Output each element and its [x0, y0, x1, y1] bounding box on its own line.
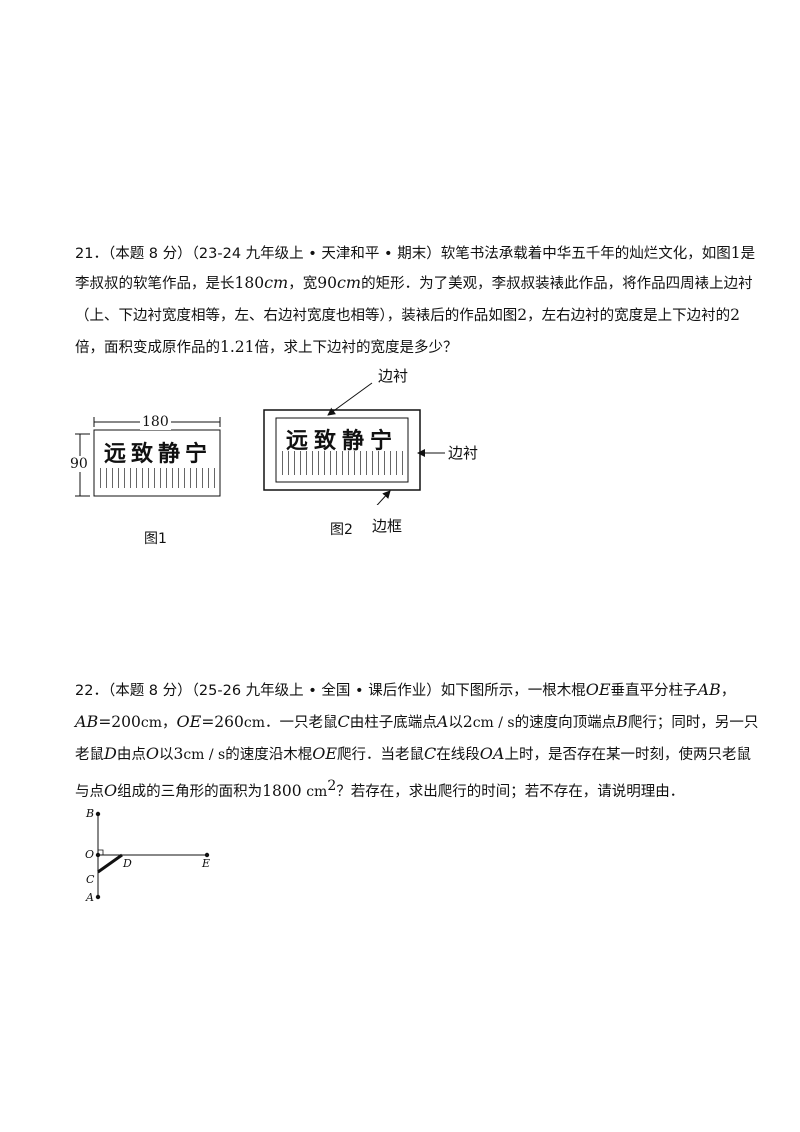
q22-text: 如下图所示，一根木棍	[440, 683, 586, 699]
q22-text: 以	[158, 747, 174, 763]
q21-text: （上、下边衬宽度相等，左、右边衬宽度也相等），装裱后的作品如图	[75, 308, 518, 324]
q22-math: AB	[75, 712, 99, 731]
q22-text: 由点	[116, 747, 146, 763]
figure1-width-label: 180	[140, 414, 171, 430]
q22-math: O	[145, 744, 159, 763]
q22-text: ，	[162, 715, 177, 731]
q22-math: OE	[312, 744, 338, 763]
q21-width: 90	[317, 274, 337, 292]
q22-unit: cm	[306, 783, 328, 800]
figure2-label-right: 边衬	[448, 444, 479, 462]
q22-text: 的速度向顶端点	[514, 715, 617, 731]
q22-number: 22．	[75, 683, 108, 699]
q22-math: OE	[176, 712, 202, 731]
q21-text: 倍，面积变成原作品的	[75, 340, 220, 356]
q21-fig2-ref: 2	[517, 306, 528, 324]
q22-text: 上时，是否存在某一时刻，使两只老鼠	[504, 747, 751, 763]
q22-score: （本题 8 分）	[107, 683, 192, 699]
q21-text: 是	[740, 246, 756, 262]
point-label-C: C	[86, 873, 95, 886]
q21-line3: （上、下边衬宽度相等，左、右边衬宽度也相等），装裱后的作品如图2，左右边衬的宽度…	[75, 305, 740, 326]
q22-text: ？若存在，求出爬行的时间；若不存在，请说明理由．	[336, 783, 685, 800]
point-label-B: B	[86, 807, 95, 820]
q22-line3: 老鼠D由点O以3cm / s的速度沿木棍OE爬行．当老鼠C在线段OA上时，是否存…	[75, 744, 751, 765]
q21-unit: cm	[336, 273, 362, 292]
q22-text: 在线段	[436, 747, 480, 763]
figure2-calligraphy: 远致静宁	[286, 428, 399, 454]
q21-unit: cm	[264, 273, 289, 292]
q22-text: 以	[448, 715, 463, 731]
q22-math: B	[616, 712, 628, 731]
figure1-drawing	[75, 417, 221, 497]
q22-math: =260	[201, 713, 244, 731]
q21-factor: 1.21	[220, 338, 255, 356]
q21-score: （本题 8 分）	[107, 246, 192, 262]
q21-line4: 倍，面积变成原作品的1.21倍，求上下边衬的宽度是多少？	[75, 337, 458, 358]
q22-math: AB	[697, 680, 721, 699]
q22-line1: 22．（本题 8 分）（25-26 九年级上 • 全国 • 课后作业）如下图所示…	[75, 680, 735, 701]
q21-text: 李叔叔的软笔作品，是长	[75, 276, 235, 292]
q22-text: ，	[720, 683, 736, 699]
point-label-A: A	[86, 891, 94, 904]
q22-line2: AB=200cm，OE=260cm．一只老鼠C由柱子底端点A以2cm / s的速…	[75, 712, 758, 733]
q21-text: 的矩形．为了美观，李叔叔装裱此作品，将作品四周裱上边衬	[361, 276, 753, 292]
q21-fig1-ref: 1	[730, 244, 741, 262]
q21-length: 180	[234, 274, 265, 292]
q22-math: A	[436, 712, 449, 731]
q21-source: （23-24 九年级上 • 天津和平 • 期末）	[191, 246, 441, 262]
q22-line4: 与点O组成的三角形的面积为1800 cm2？若存在，求出爬行的时间；若不存在，请…	[75, 776, 684, 802]
figure2-drawing	[263, 382, 445, 505]
q22-unit: cm	[140, 715, 163, 731]
q22-unit: cm / s	[183, 747, 226, 763]
q22-math: =200	[98, 713, 141, 731]
q22-math: D	[104, 744, 117, 763]
q22-area-exponent: 2	[327, 778, 337, 794]
q22-math: 3	[173, 745, 184, 763]
q22-math: O	[104, 780, 118, 800]
q22-area: 1800	[262, 781, 302, 800]
q22-figure-drawing	[95, 811, 210, 900]
q21-figure1: 180 90 远致静宁 图1	[70, 410, 230, 550]
q22-math: C	[337, 712, 350, 731]
q22-unit: cm / s	[472, 715, 515, 731]
point-label-E: E	[202, 857, 211, 870]
q21-text: ，左右边衬的宽度是上下边衬的	[527, 308, 731, 324]
q22-text: 由柱子底端点	[349, 715, 437, 731]
q22-text: 的速度沿木棍	[225, 747, 313, 763]
q21-line2: 李叔叔的软笔作品，是长180cm，宽90cm的矩形．为了美观，李叔叔装裱此作品，…	[75, 273, 753, 294]
figure1-calligraphy: 远致静宁	[104, 441, 213, 467]
q21-line1: 21．（本题 8 分）（23-24 九年级上 • 天津和平 • 期末）软笔书法承…	[75, 243, 755, 264]
q22-text: ．一只老鼠	[265, 715, 338, 731]
point-label-O: O	[85, 848, 95, 861]
q21-text: ，宽	[288, 276, 318, 292]
q21-text: 倍，求上下边衬的宽度是多少？	[254, 340, 458, 356]
figure2-label-bottom: 边框	[372, 517, 403, 535]
q22-text: 组成的三角形的面积为	[117, 783, 263, 800]
q22-unit: cm	[243, 715, 266, 731]
q22-math: 2	[462, 713, 473, 731]
figure1-caption: 图1	[144, 531, 167, 547]
q22-source: （25-26 九年级上 • 全国 • 课后作业）	[191, 683, 441, 699]
q21-number: 21．	[75, 246, 108, 262]
q22-figure: B O D E C A	[80, 805, 230, 910]
figure2-caption: 图2	[330, 522, 353, 538]
q21-figure2: 边衬 边衬 远致静宁 图2 边框	[260, 365, 490, 540]
figure2-label-top: 边衬	[378, 367, 409, 385]
q22-text: 与点	[75, 783, 104, 800]
q22-text: 老鼠	[75, 747, 104, 763]
point-label-D: D	[123, 857, 132, 870]
q21-text: 软笔书法承载着中华五千年的灿烂文化，如图	[440, 246, 731, 262]
q22-text: 垂直平分柱子	[610, 683, 698, 699]
figure1-height-label: 90	[70, 456, 88, 472]
q22-math: OA	[479, 744, 505, 763]
q22-text: 爬行；同时，另一只	[627, 715, 759, 731]
q22-text: 爬行．当老鼠	[337, 747, 425, 763]
q21-ratio: 2	[730, 306, 740, 324]
q22-math: OE	[585, 680, 611, 699]
q22-math: C	[424, 744, 437, 763]
